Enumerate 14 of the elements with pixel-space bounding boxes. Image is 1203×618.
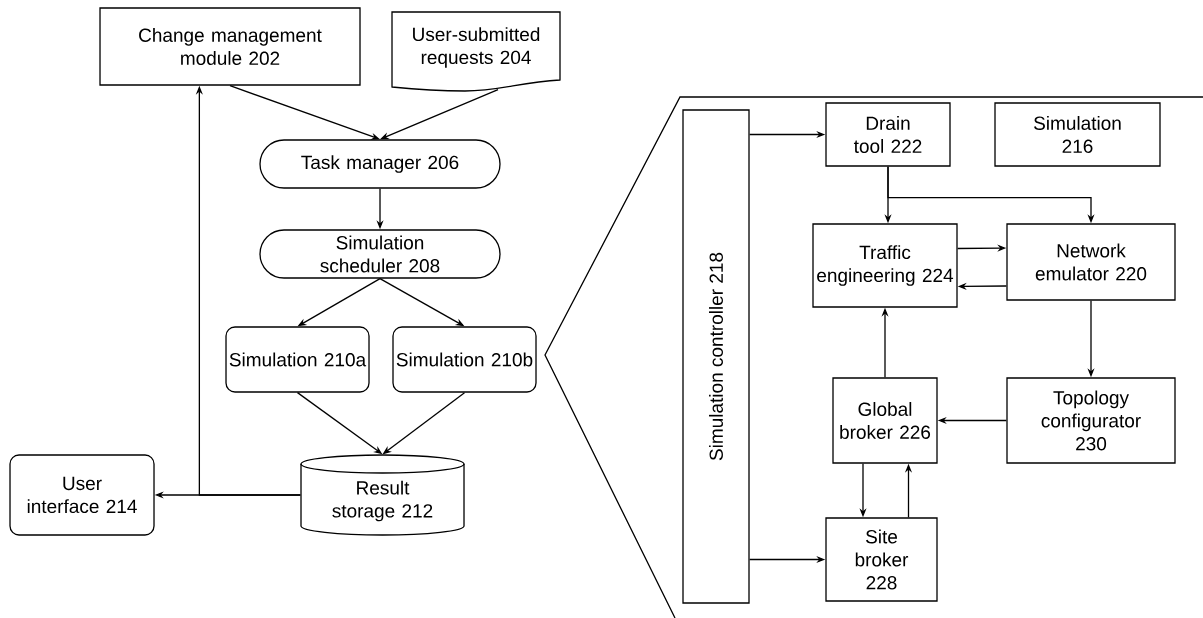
rounded-box: Simulation 210b <box>392 326 537 393</box>
rounded-box: User interface 214 <box>9 454 155 536</box>
node-label: Result storage 212 <box>332 480 433 522</box>
process-box: Change management module 202 <box>99 7 361 86</box>
process-box: Topology configurator 230 <box>1006 377 1176 464</box>
storage-cylinder: Result storage 212 <box>300 454 465 536</box>
rounded-box: Simulation 210a <box>225 326 370 393</box>
controller-bar: Simulation controller 218 <box>682 109 750 604</box>
process-box: Simulation 216 <box>994 102 1161 167</box>
process-box: Network emulator 220 <box>1006 223 1176 301</box>
process-box: Traffic engineering 224 <box>812 223 958 308</box>
process-box: Global broker 226 <box>832 377 938 464</box>
process-box: Site broker 228 <box>825 517 938 602</box>
process-box: Drain tool 222 <box>825 102 951 167</box>
